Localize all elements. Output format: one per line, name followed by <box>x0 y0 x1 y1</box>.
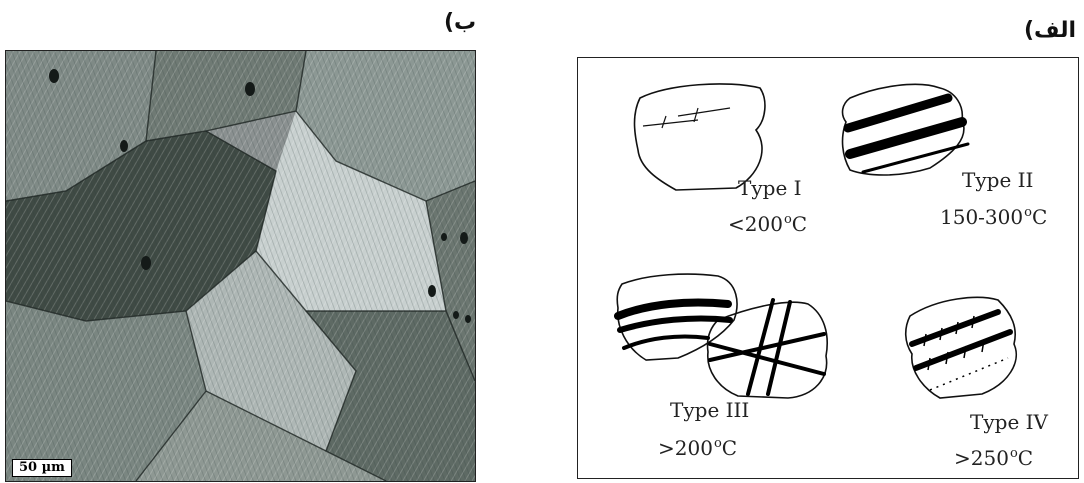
type-2-temperature: 150-300oC <box>940 205 1047 229</box>
type-4-label: Type IV <box>970 410 1048 434</box>
micrograph-image: 50 µm <box>5 50 476 482</box>
twin-types-schematic: Type I <200oC Type II 150-300oC Type III… <box>577 57 1079 479</box>
type-2-label: Type II <box>962 168 1033 192</box>
panel-label-b: ب) <box>444 10 476 35</box>
type-4-temperature: >250oC <box>954 446 1033 470</box>
type-1-label: Type I <box>738 176 802 200</box>
type-3-temperature: >200oC <box>658 436 737 460</box>
type-3-label: Type III <box>670 398 749 422</box>
scale-bar-label: 50 µm <box>12 459 72 477</box>
micrograph-texture <box>6 51 475 481</box>
panel-label-a: الف) <box>1024 18 1076 43</box>
type-1-grain <box>635 84 765 190</box>
type-1-temperature: <200oC <box>728 212 807 236</box>
